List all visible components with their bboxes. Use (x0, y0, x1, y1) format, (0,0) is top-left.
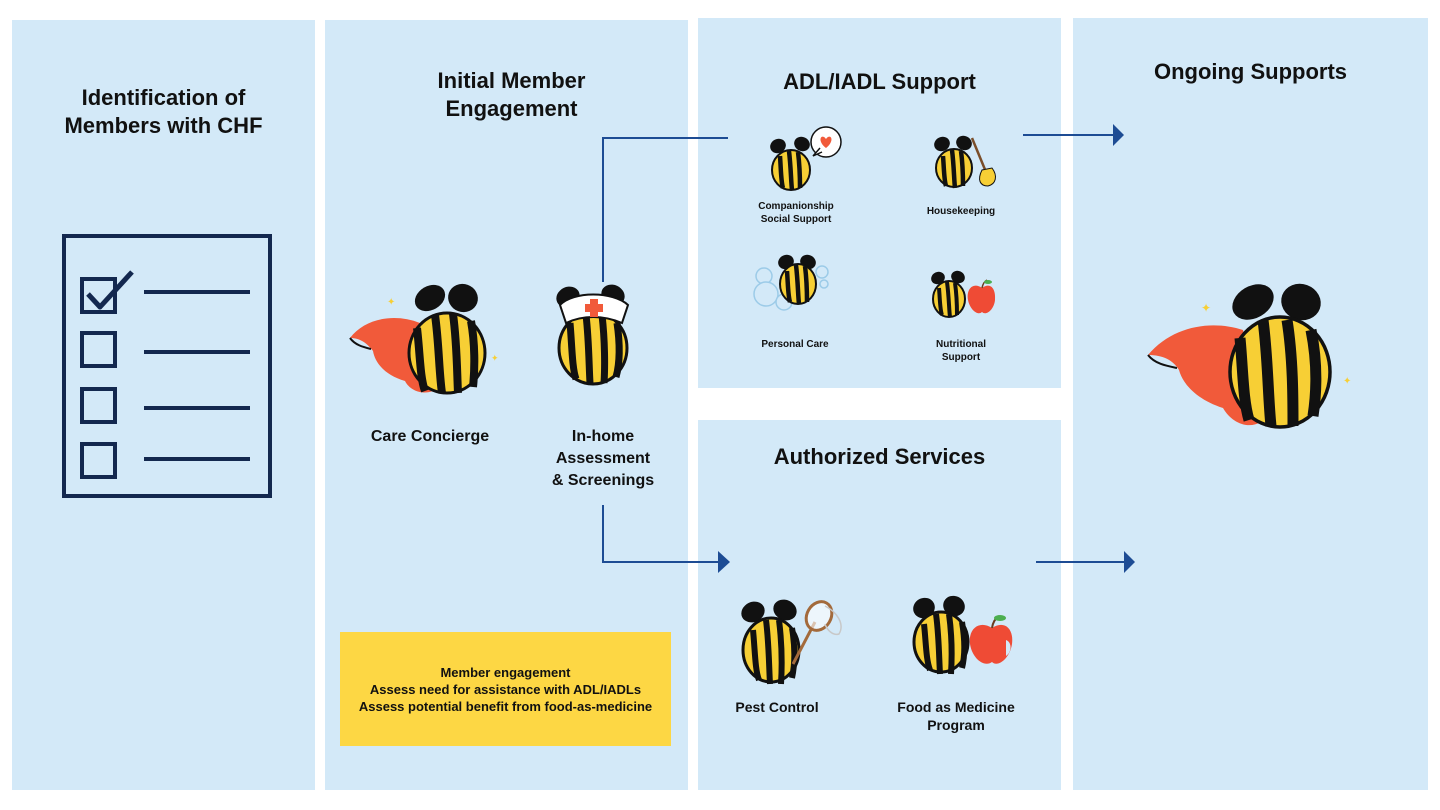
title-line: Initial Member (437, 68, 586, 93)
checklist-icon (62, 234, 272, 498)
connector-assessment-to-authorized (602, 505, 720, 563)
label-line: Assessment (555, 450, 651, 467)
title-line: Members with CHF (64, 113, 263, 138)
label-housekeeping: Housekeeping (926, 206, 996, 217)
arrowhead-adl-to-ongoing (1113, 124, 1124, 146)
title-line: Engagement (445, 96, 578, 121)
title-line: Identification of (81, 85, 246, 110)
note-line: Assess potential benefit from food-as-me… (358, 698, 653, 714)
svg-text:✦: ✦ (387, 297, 395, 308)
arrowhead-authorized-to-ongoing (1124, 551, 1135, 573)
panel-title-ongoing: Ongoing Supports (1153, 59, 1348, 84)
arrowhead-authorized (718, 551, 730, 573)
note-line: Assess need for assistance with ADL/IADL… (369, 681, 642, 697)
nutritional-bee-icon (931, 270, 996, 318)
label-line: Companionship (758, 201, 834, 212)
label-line: Program (927, 717, 985, 733)
panel-title-engagement: Initial Member Engagement (335, 67, 688, 123)
label-in-home-assessment: In-home Assessment & Screenings (530, 426, 676, 492)
superhero-bee-icon: ✦ ✦ (349, 283, 499, 395)
food-as-medicine-bee-icon (912, 595, 1013, 675)
label-line: Food as Medicine (897, 699, 1015, 715)
svg-text:✦: ✦ (1201, 301, 1211, 315)
connector-assessment-to-adl (602, 137, 728, 282)
label-line: Nutritional (936, 339, 986, 350)
label-companionship: Companionship Social Support (741, 200, 851, 226)
label-line: Social Support (760, 214, 832, 225)
label-care-concierge: Care Concierge (370, 428, 490, 445)
label-pest-control: Pest Control (735, 699, 819, 715)
label-nutritional-support: Nutritional Support (906, 338, 1016, 364)
label-line: & Screenings (551, 472, 655, 489)
panel-title-authorized: Authorized Services (773, 444, 986, 469)
personal-care-bee-icon (753, 254, 829, 311)
label-personal-care: Personal Care (761, 339, 829, 350)
housekeeping-bee-icon (934, 135, 996, 189)
nurse-bee-icon (556, 284, 630, 386)
label-line: In-home (571, 428, 635, 445)
pest-control-bee-icon (741, 599, 842, 685)
note-line: Member engagement (440, 664, 571, 680)
panel-title-identification: Identification of Members with CHF (12, 84, 315, 140)
panel-adl: ADL/IADL Support (698, 18, 1061, 388)
label-line: Support (941, 352, 981, 363)
svg-text:✦: ✦ (491, 353, 499, 363)
label-food-as-medicine: Food as Medicine Program (886, 698, 1026, 734)
companionship-bee-icon (770, 126, 842, 191)
svg-text:✦: ✦ (1343, 376, 1351, 387)
engagement-note: Member engagement Assess need for assist… (340, 632, 671, 746)
ongoing-superhero-bee-icon: ✦ ✦ (1147, 283, 1351, 429)
panel-title-adl: ADL/IADL Support (783, 69, 976, 94)
